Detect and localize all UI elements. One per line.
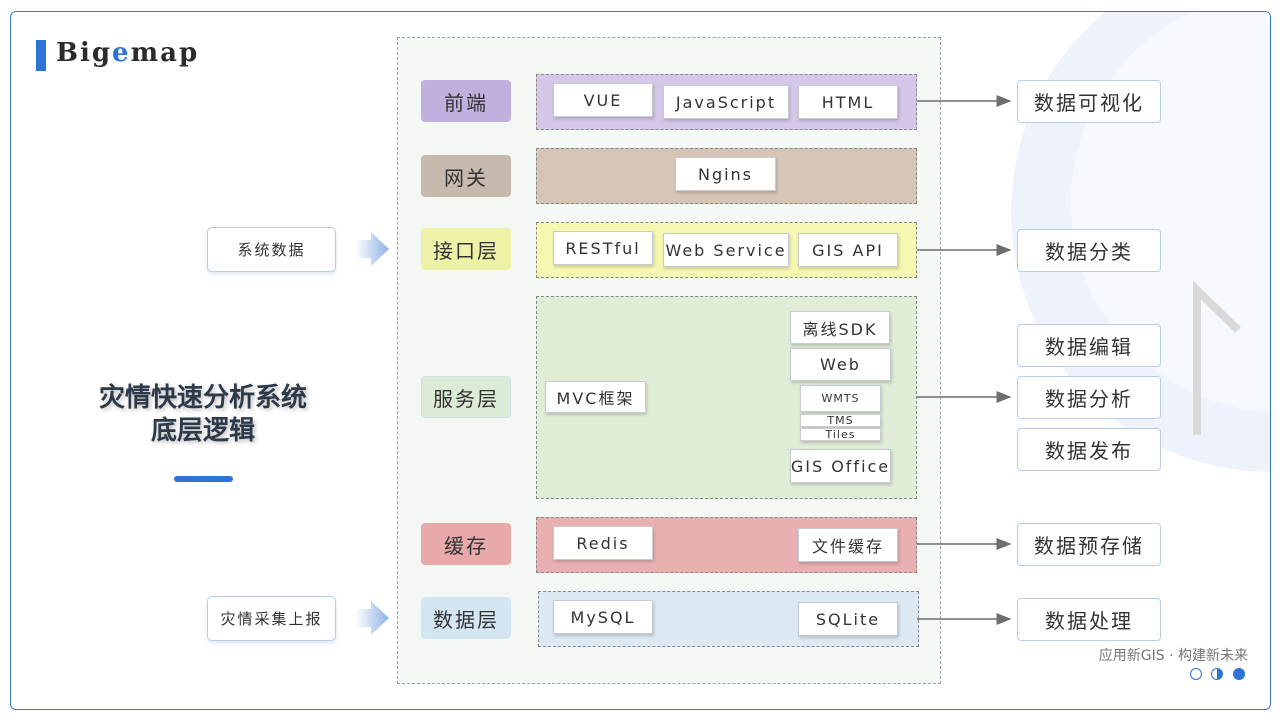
chip-vue: VUE: [553, 83, 653, 117]
chip-ngins: Ngins: [675, 157, 776, 191]
input-arrow-system-icon: [355, 232, 389, 266]
page-dot-3[interactable]: [1233, 668, 1245, 680]
output-editing: 数据编辑: [1017, 324, 1161, 367]
input-system-data: 系统数据: [207, 227, 336, 272]
layer-label-service: 服务层: [421, 376, 511, 418]
brand-logo: Bigemap: [56, 38, 199, 68]
output-publishing: 数据发布: [1017, 428, 1161, 471]
chip-web-service: Web Service: [663, 233, 789, 267]
chip-tms: TMS: [800, 414, 881, 427]
chip-gis-office: GIS Office: [790, 449, 891, 483]
chip-sqlite: SQLite: [798, 602, 898, 636]
input-arrow-report-icon: [355, 601, 389, 635]
diagram-title: 灾情快速分析系统 底层逻辑: [70, 382, 336, 448]
chip-web: Web: [790, 348, 891, 381]
output-analysis: 数据分析: [1017, 376, 1161, 419]
decorative-up-arrow-icon: [1193, 280, 1241, 435]
chip-wmts: WMTS: [800, 385, 881, 412]
chip-gis-api: GIS API: [798, 233, 898, 267]
brand-prefix: Big: [56, 38, 113, 68]
chip-redis: Redis: [553, 526, 653, 560]
title-underline: [174, 476, 233, 482]
output-prestorage: 数据预存储: [1017, 523, 1161, 566]
output-processing: 数据处理: [1017, 598, 1161, 641]
logo-accent-bar: [36, 40, 46, 71]
chip-restful: RESTful: [553, 231, 653, 265]
tagline: 应用新GIS · 构建新未来: [1098, 648, 1248, 664]
page-dot-1[interactable]: [1190, 668, 1202, 680]
brand-accent: e: [112, 38, 131, 68]
input-disaster-report: 灾情采集上报: [207, 596, 336, 641]
layer-label-gateway: 网关: [421, 155, 511, 197]
page-dot-2[interactable]: [1211, 668, 1223, 680]
chip-html: HTML: [798, 85, 898, 119]
chip-file-cache: 文件缓存: [798, 528, 898, 562]
layer-label-cache: 缓存: [421, 523, 511, 565]
title-line-2: 底层逻辑: [150, 416, 255, 446]
chip-tiles: Tiles: [800, 428, 881, 441]
chip-offline-sdk: 离线SDK: [790, 311, 890, 344]
title-line-1: 灾情快速分析系统: [98, 383, 307, 413]
chip-javascript: JavaScript: [663, 85, 789, 119]
layer-label-data: 数据层: [421, 597, 511, 639]
chip-mysql: MySQL: [553, 600, 653, 634]
brand-suffix: map: [130, 38, 200, 68]
layer-label-frontend: 前端: [421, 80, 511, 122]
output-classification: 数据分类: [1017, 229, 1161, 272]
chip-mvc: MVC框架: [545, 381, 646, 413]
layer-label-interface: 接口层: [421, 228, 511, 270]
output-visualization: 数据可视化: [1017, 80, 1161, 123]
